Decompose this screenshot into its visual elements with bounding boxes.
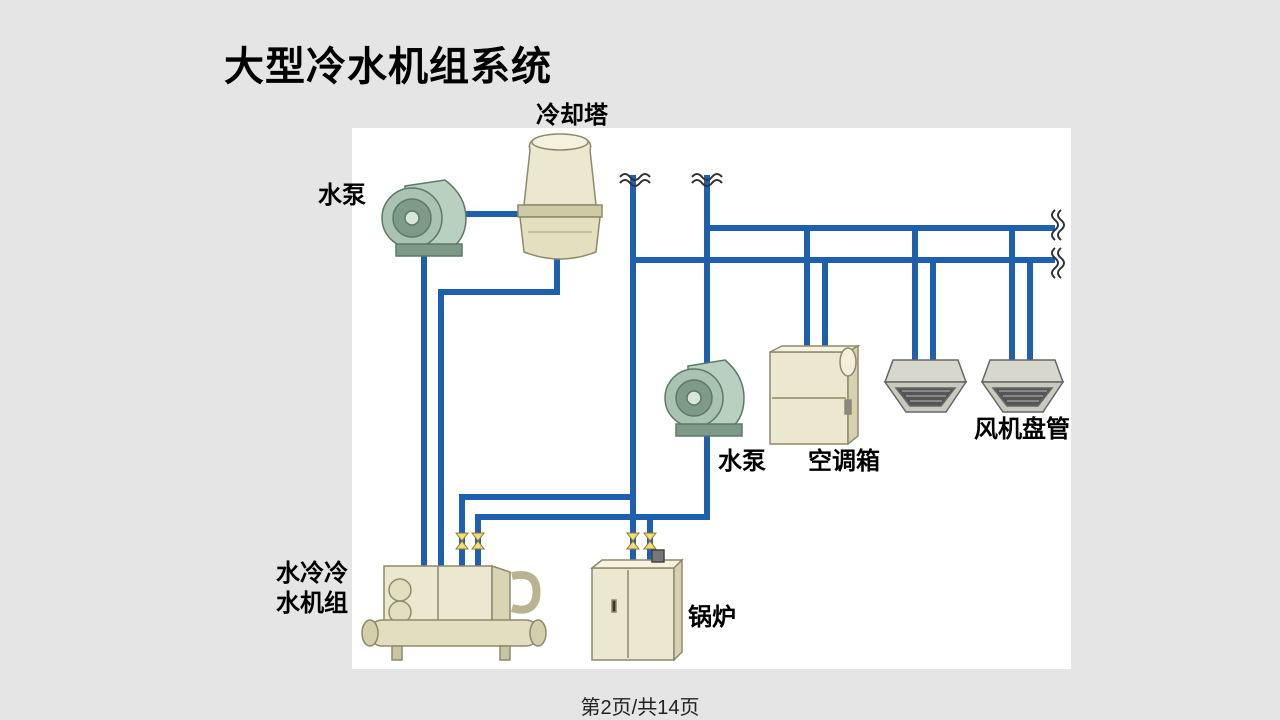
- valve-boiler-2: [643, 532, 657, 550]
- pump-top: [381, 179, 467, 257]
- label-fan-coil: 风机盘管: [974, 415, 1070, 443]
- label-chiller-line1: 水冷冷: [276, 559, 348, 587]
- slide-title: 大型冷水机组系统: [224, 44, 552, 90]
- cooling-tower-band: [517, 204, 603, 218]
- pipe-chiller-return: [475, 514, 710, 569]
- air-handler-duct: [839, 347, 857, 377]
- label-cooling-tower: 冷却塔: [536, 101, 608, 129]
- boiler: [589, 549, 684, 662]
- cooling-tower-basin: [519, 216, 601, 260]
- label-pump-top: 水泵: [318, 181, 366, 209]
- break-symbol-6: [1057, 209, 1065, 241]
- break-symbol-2: [619, 179, 651, 187]
- boiler-body: [591, 567, 675, 661]
- pipes: [421, 175, 1055, 569]
- break-symbol-8: [1057, 247, 1065, 279]
- fan-coil-unit-2: [980, 359, 1065, 413]
- pipe-break-symbols: [619, 173, 1065, 279]
- fan-coil-1-body: [883, 359, 968, 383]
- break-symbol-1: [619, 173, 651, 181]
- break-symbol-7: [1051, 247, 1059, 279]
- label-boiler: 锅炉: [688, 603, 736, 631]
- valve-boiler-1: [626, 532, 640, 550]
- pump-middle: [664, 359, 745, 437]
- fan-coil-2-body: [980, 359, 1065, 383]
- fan-coil-unit-1: [883, 359, 968, 413]
- label-pump-middle: 水泵: [718, 447, 766, 475]
- cooling-tower: [517, 133, 603, 260]
- break-symbol-4: [691, 179, 723, 187]
- valves: [455, 532, 657, 550]
- cooling-tower-top: [531, 133, 589, 151]
- water-chiller: [361, 564, 547, 661]
- boiler-burner: [651, 549, 665, 563]
- page-indicator: 第2页/共14页: [580, 697, 700, 719]
- label-chiller-line2: 水机组: [276, 589, 348, 617]
- pump-top-base: [395, 243, 463, 257]
- break-symbol-5: [1051, 209, 1059, 241]
- label-air-handler: 空调箱: [808, 447, 880, 475]
- valve-chiller-1: [455, 532, 469, 550]
- valve-chiller-2: [471, 532, 485, 550]
- pump-middle-base: [675, 423, 743, 437]
- chiller-shell: [369, 619, 539, 647]
- break-symbol-3: [691, 173, 723, 181]
- air-handler-unit: [769, 344, 861, 446]
- pipe-chiller-supply: [459, 494, 636, 569]
- pipe-tower-to-chiller: [438, 255, 560, 569]
